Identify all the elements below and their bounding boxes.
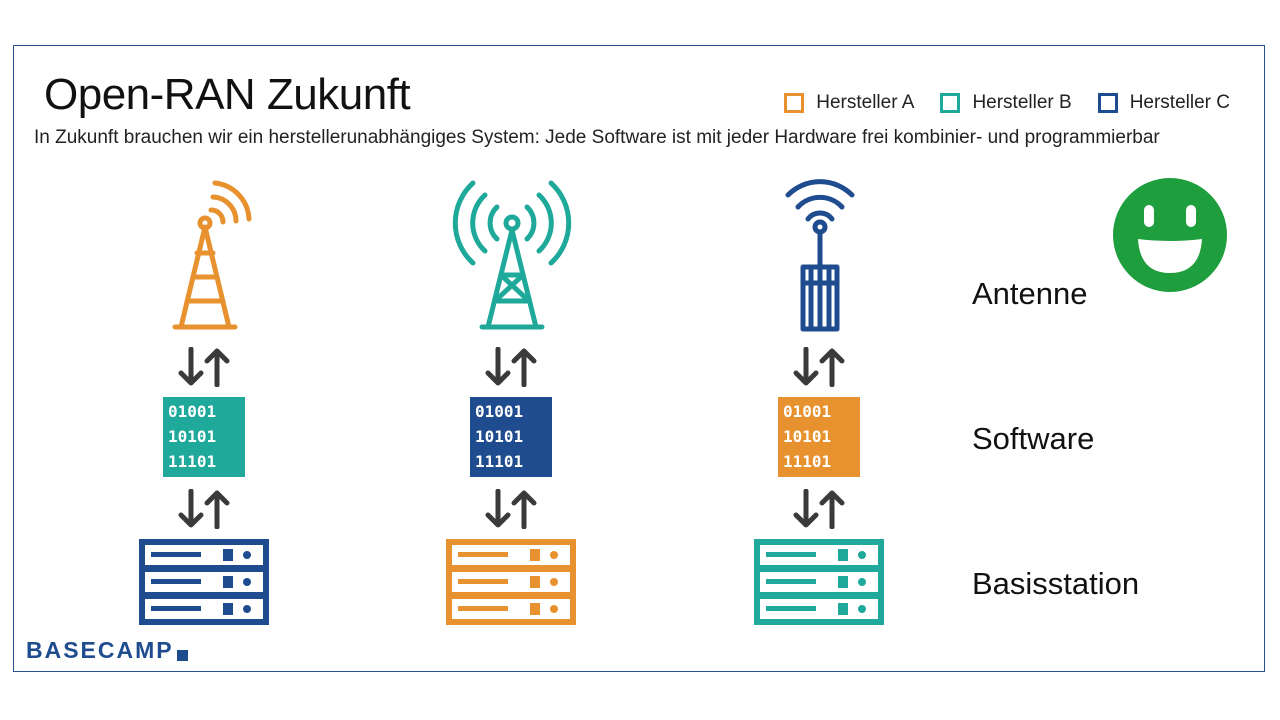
logo-text: BASECAMP: [26, 637, 174, 663]
sync-arrows-icon: [485, 347, 537, 387]
binary-software-icon: 01001 10101 11101: [778, 397, 860, 477]
svg-text:11101: 11101: [168, 452, 216, 471]
sync-arrows-icon: [793, 489, 845, 529]
server-rack-icon: [446, 539, 576, 625]
layer-label-software: Software: [972, 421, 1095, 456]
page-subtitle: In Zukunft brauchen wir ein herstellerun…: [34, 127, 1160, 148]
sync-arrows-icon: [178, 347, 230, 387]
legend-label-b: Hersteller B: [972, 92, 1072, 113]
vendor-column-3: 01001 10101 11101: [730, 165, 910, 635]
svg-text:01001: 01001: [475, 402, 523, 421]
layer-label-station: Basisstation: [972, 566, 1140, 601]
binary-software-icon: 01001 10101 11101: [163, 397, 245, 477]
legend-item-b: Hersteller B: [940, 92, 1072, 114]
legend-label-c: Hersteller C: [1129, 92, 1230, 113]
legend: Hersteller A Hersteller B Hersteller C: [784, 92, 1230, 114]
diagram-frame: [13, 45, 1265, 672]
svg-text:01001: 01001: [783, 402, 831, 421]
vendor-column-2: 01001 10101 11101: [422, 165, 602, 635]
svg-text:11101: 11101: [475, 452, 523, 471]
basecamp-logo: BASECAMP: [26, 637, 188, 664]
svg-text:10101: 10101: [783, 427, 831, 446]
radio-tower-icon: [452, 180, 572, 330]
smiley-face-icon: [1113, 178, 1227, 292]
svg-text:01001: 01001: [168, 402, 216, 421]
vendor-column-1: 01001 10101 11101: [115, 165, 295, 635]
page-title: Open-RAN Zukunft: [44, 70, 411, 119]
sync-arrows-icon: [485, 489, 537, 529]
svg-text:11101: 11101: [783, 452, 831, 471]
legend-item-c: Hersteller C: [1097, 92, 1230, 114]
binary-software-icon: 01001 10101 11101: [470, 397, 552, 477]
legend-swatch-a: [784, 93, 805, 113]
layer-label-antenna: Antenne: [972, 276, 1088, 311]
legend-label-a: Hersteller A: [816, 92, 915, 113]
wifi-antenna-icon: [785, 179, 855, 332]
sync-arrows-icon: [178, 489, 230, 529]
legend-swatch-c: [1097, 93, 1118, 113]
sync-arrows-icon: [793, 347, 845, 387]
svg-text:10101: 10101: [168, 427, 216, 446]
legend-item-a: Hersteller A: [784, 92, 914, 114]
logo-square-icon: [176, 650, 188, 661]
server-rack-icon: [754, 539, 884, 625]
svg-text:10101: 10101: [475, 427, 523, 446]
antenna-tower-icon: [172, 180, 252, 330]
server-rack-icon: [139, 539, 269, 625]
legend-swatch-b: [940, 93, 961, 113]
